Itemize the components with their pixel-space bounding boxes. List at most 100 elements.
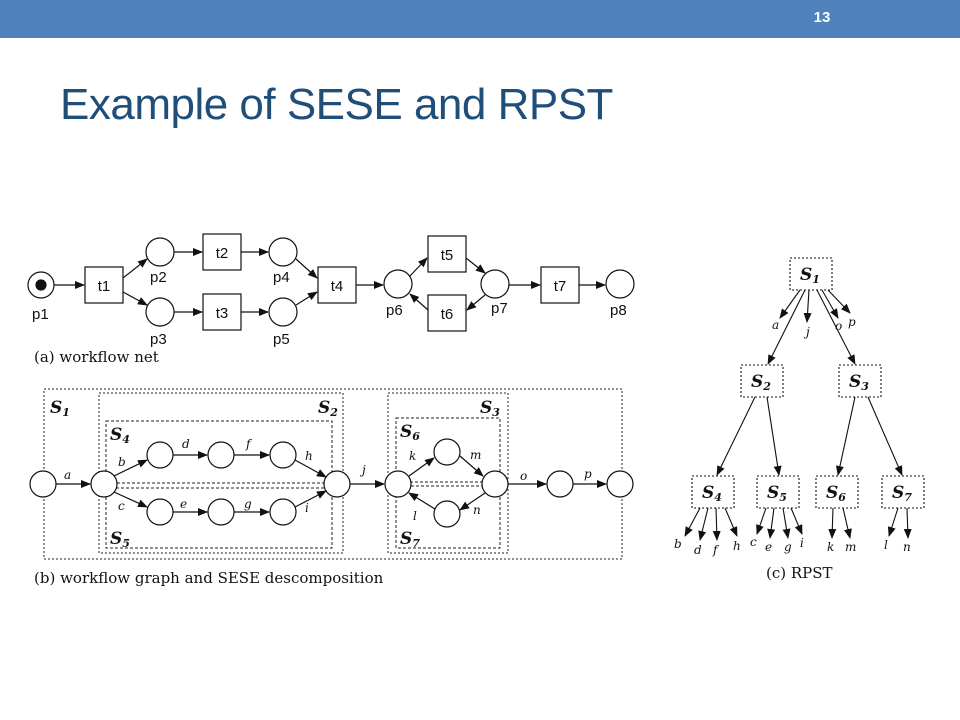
rpst-leaf: k [827,540,834,554]
slide-number: 13 [813,9,831,26]
rpst-leaf: a [772,318,779,332]
place-p8 [605,269,635,299]
graph-node [269,441,297,469]
rpst-leaf: d [694,543,702,557]
rpst-tree [684,257,925,541]
rpst-node-s7 [881,475,925,509]
rpst-label-s4: S4 [702,483,722,504]
sese-region-names: S1 S2 S4 S5 S3 S6 S7 [50,398,500,550]
region-label-s1: S1 [50,398,70,419]
rpst-node-s5 [756,475,800,509]
arc-label: e [180,497,187,511]
rpst-node-s1 [789,257,833,291]
rpst-leaf: j [803,325,810,339]
place-label: p2 [150,269,167,286]
region-label-s2: S2 [318,398,338,419]
workflow-graph-arc-labels: a b c d e f g h i j k l m n o p (b) work… [34,437,592,587]
slide-title: Example of SESE and RPST [60,80,613,129]
region-s2 [98,392,344,554]
graph-node [323,470,351,498]
rpst-node-s2 [740,364,784,398]
transition-t4 [317,266,357,304]
rpst-leaf: b [674,537,682,551]
rpst-leaf: o [835,319,842,333]
transition-t5 [427,235,467,273]
caption-rpst: (c) RPST [766,564,833,582]
region-s3 [387,392,509,554]
region-label-s5: S5 [110,529,130,550]
arc-label: p [584,467,592,481]
graph-node [90,470,118,498]
place-label: p4 [273,269,290,286]
graph-node [433,500,461,528]
region-label-s3: S3 [480,398,500,419]
transition-label: t1 [98,278,111,295]
place-p2 [145,237,175,267]
arc-label: b [118,455,126,469]
region-label-s6: S6 [400,422,420,443]
rpst-label-s7: S7 [892,483,912,504]
transition-t2 [202,233,242,271]
rpst-leaf: p [848,315,856,329]
rpst-label-s6: S6 [826,483,846,504]
rpst-node-s3 [838,364,882,398]
arc-label: f [245,437,253,451]
arc-label: a [64,468,71,482]
graph-node [269,498,297,526]
header-bar [0,0,960,38]
graph-node [433,438,461,466]
rpst-leaf: g [784,540,792,554]
transition-label: t5 [441,247,454,264]
graph-node [606,470,634,498]
place-label: p1 [32,306,49,323]
graph-node [546,470,574,498]
region-s6 [395,417,501,483]
rpst-leaf: l [884,538,888,552]
arc-label: l [413,509,417,523]
rpst-label-s3: S3 [849,372,869,393]
region-label-s4: S4 [110,425,130,446]
arc-label: j [359,463,366,477]
place-p4 [268,237,298,267]
arc-label: o [520,469,527,483]
arc-label: g [244,497,252,511]
transition-label: t4 [331,278,344,295]
graph-node [146,498,174,526]
workflow-net [27,233,635,332]
place-p6 [383,269,413,299]
graph-node [481,470,509,498]
rpst-label-s2: S2 [751,372,771,393]
graph-node [384,470,412,498]
rpst-leaf: i [800,536,804,550]
region-s1 [43,388,623,560]
region-s5 [105,487,333,549]
arc-label: i [305,501,309,515]
rpst-leaf: c [750,535,757,549]
rpst-node-s6 [815,475,859,509]
place-p3 [145,297,175,327]
rpst-leaf: f [712,543,720,557]
arc-label: h [305,449,313,463]
arc-label: m [470,448,481,462]
rpst-node-s4 [691,475,735,509]
transition-label: t2 [216,245,229,262]
transition-t1 [84,266,124,304]
graph-node [29,470,57,498]
place-label: p5 [273,331,290,348]
rpst-leaf: e [765,540,772,554]
caption-workflow-net: (a) workflow net [34,348,159,366]
region-label-s7: S7 [400,529,420,550]
rpst-labels: S1 S2 S3 S4 S5 S6 S7 a j o p b d f h c e… [674,265,912,582]
rpst-label-s1: S1 [800,265,820,286]
arc-label: c [118,499,125,513]
rpst-leaf: n [903,540,911,554]
rpst-leaf: m [845,540,856,554]
transition-label: t3 [216,305,229,322]
workflow-net-labels: p1 p2 p3 p4 p5 p6 p7 p8 t1 t2 t3 t4 t5 t… [32,245,627,366]
arc-label: n [473,503,481,517]
workflow-graph [29,438,634,528]
place-label: p6 [386,302,403,319]
graph-node [207,441,235,469]
transition-t6 [427,294,467,332]
place-label: p7 [491,300,508,317]
